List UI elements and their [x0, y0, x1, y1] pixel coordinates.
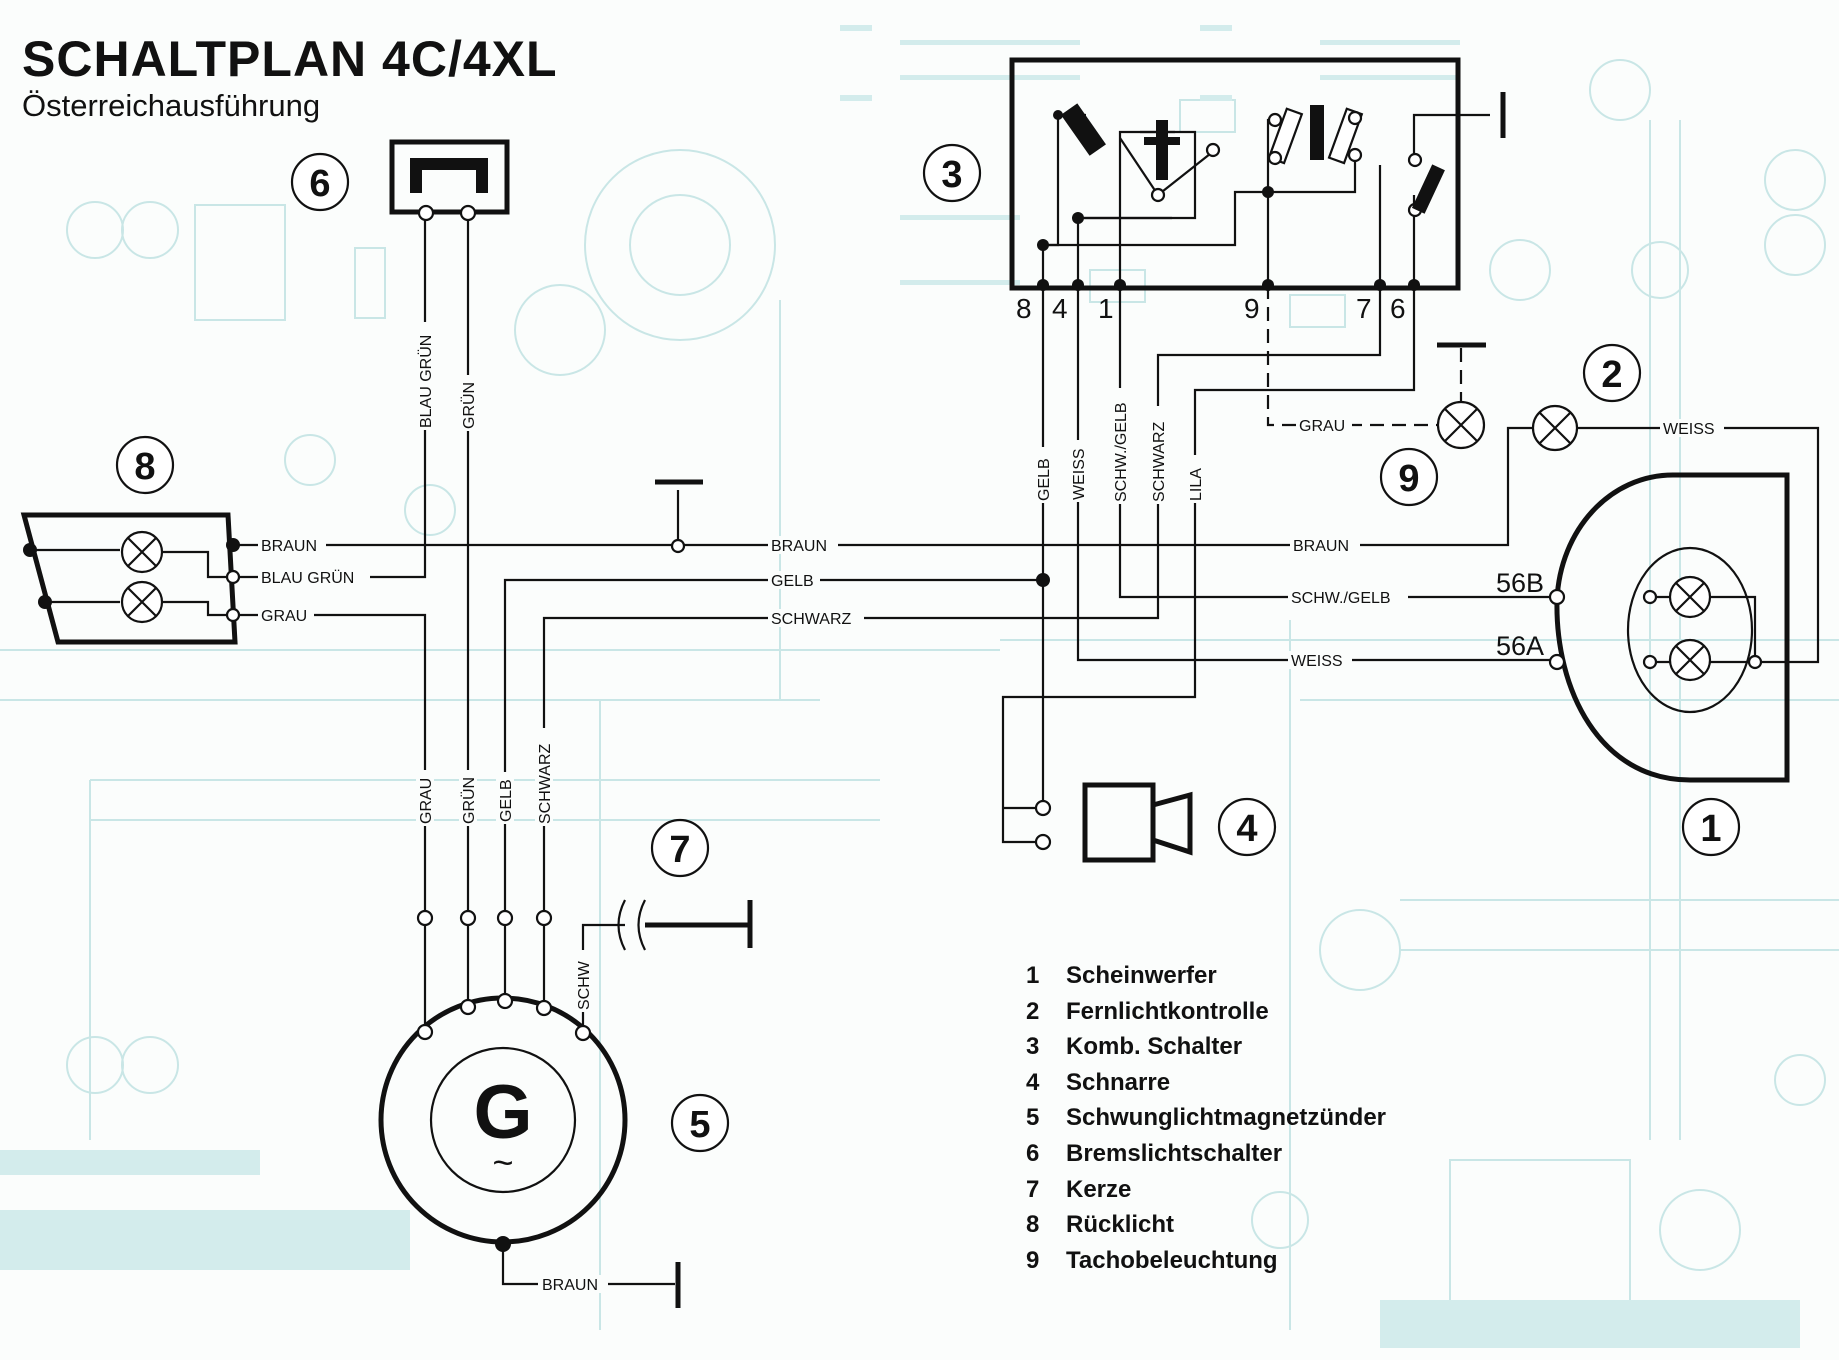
junction-gelb [1036, 573, 1050, 587]
legend-number: 3 [1026, 1033, 1040, 1061]
legend-item: 2 Fernlichtkontrolle [1026, 998, 1386, 1034]
legend-item: 1 Scheinwerfer [1026, 962, 1386, 998]
label-braun-generator: BRAUN [542, 1277, 598, 1294]
legend-item: 9 Tachobeleuchtung [1026, 1247, 1386, 1283]
marker-8: 8 [134, 446, 155, 488]
switch-pin-7: 7 [1356, 293, 1372, 324]
legend-item: 7 Kerze [1026, 1176, 1386, 1212]
high-beam-indicator [1531, 404, 1579, 452]
headlight [1548, 472, 1790, 783]
label-gruen-bottom: GRÜN [460, 777, 478, 824]
legend-number: 5 [1026, 1104, 1040, 1132]
label-gelb-bottom: GELB [498, 779, 515, 822]
legend-label: Bremslichtschalter [1066, 1139, 1283, 1167]
label-schwarz-horizontal: SCHWARZ [771, 611, 852, 628]
label-gelb-horizontal: GELB [771, 573, 814, 590]
legend-label: Schnarre [1066, 1068, 1171, 1096]
brake-light-switch [389, 139, 510, 222]
generator [378, 909, 681, 1308]
legend-label: Fernlichtkontrolle [1066, 997, 1269, 1025]
pin-56a: 56A [1496, 631, 1544, 661]
combination-switch [1009, 57, 1506, 291]
rear-light [20, 512, 241, 645]
spark-plug [617, 899, 753, 951]
pin-56b: 56B [1496, 568, 1544, 598]
legend-label: Schwunglichtmagnetzünder [1066, 1104, 1387, 1132]
label-schw-kerze: SCHW [576, 960, 593, 1010]
label-weiss-horizontal: WEISS [1291, 653, 1343, 670]
diagram-subtitle: Österreichausführung [22, 88, 321, 123]
legend-label: Scheinwerfer [1066, 962, 1217, 989]
bleed-through-background [0, 25, 1839, 1348]
legend-item: 3 Komb. Schalter [1026, 1033, 1386, 1069]
wire-blau-gruen [233, 213, 427, 579]
label-grau-left: GRAU [261, 608, 307, 625]
marker-5: 5 [689, 1104, 710, 1146]
legend-number: 2 [1026, 997, 1040, 1025]
switch-pin-4: 4 [1052, 293, 1068, 324]
generator-symbol: ~ [492, 1142, 513, 1183]
wire-braun-main [233, 426, 1545, 547]
legend-number: 1 [1026, 962, 1040, 989]
switch-pin-8: 8 [1016, 293, 1032, 324]
marker-1: 1 [1700, 808, 1721, 850]
label-gelb-vertical: GELB [1036, 458, 1053, 501]
horn [1034, 782, 1193, 863]
label-grau-vertical: GRAU [418, 778, 435, 824]
marker-7: 7 [669, 829, 690, 871]
marker-2: 2 [1601, 354, 1622, 396]
legend-number: 4 [1026, 1068, 1040, 1096]
label-grau-tacho: GRAU [1299, 418, 1345, 435]
legend-number: 8 [1026, 1211, 1040, 1239]
label-schwarz-bottom: SCHWARZ [537, 743, 554, 824]
legend-label: Rücklicht [1066, 1211, 1175, 1239]
label-schw-gelb-vertical: SCHW./GELB [1113, 402, 1130, 502]
legend-item: 5 Schwunglichtmagnetzünder [1026, 1104, 1386, 1140]
marker-3: 3 [941, 154, 962, 196]
label-weiss-vertical: WEISS [1071, 448, 1088, 500]
label-gruen-top: GRÜN [460, 382, 478, 429]
label-schwarz-vertical: SCHWARZ [1151, 421, 1168, 502]
tacho-lamp [1436, 342, 1486, 450]
wire-weiss-fernlicht [1577, 426, 1820, 664]
legend-number: 6 [1026, 1139, 1040, 1167]
marker-4: 4 [1236, 808, 1257, 850]
label-weiss-fernlicht: WEISS [1663, 421, 1715, 438]
marker-9: 9 [1398, 458, 1419, 500]
wire-grau-tacho [1266, 285, 1438, 427]
vertical-wire-labels [416, 322, 1204, 1012]
legend-item: 8 Rücklicht [1026, 1211, 1386, 1247]
label-braun-left: BRAUN [261, 538, 317, 555]
component-markers [115, 143, 1741, 1153]
wire-braun-generator-ground [501, 1244, 675, 1286]
wire-labels [258, 416, 1724, 1293]
label-lila-vertical: LILA [1188, 468, 1205, 501]
legend-item: 6 Bremslichtschalter [1026, 1140, 1386, 1176]
legend-label: Kerze [1066, 1175, 1132, 1203]
legend-number: 7 [1026, 1175, 1040, 1203]
label-schw-gelb-horizontal: SCHW./GELB [1291, 590, 1391, 607]
generator-letter: G [473, 1070, 532, 1155]
switch-pin-9: 9 [1244, 293, 1260, 324]
legend-label: Komb. Schalter [1066, 1033, 1243, 1061]
legend-number: 9 [1026, 1246, 1040, 1274]
marker-6: 6 [309, 163, 330, 205]
switch-pin-1: 1 [1098, 293, 1114, 324]
label-braun-right: BRAUN [1293, 538, 1349, 555]
legend-item: 4 Schnarre [1026, 1069, 1386, 1105]
switch-pin-6: 6 [1390, 293, 1406, 324]
label-blau-gruen-vertical: BLAU GRÜN [417, 335, 435, 428]
component-legend: 1 Scheinwerfer 2 Fernlichtkontrolle 3 Komb.… [1026, 962, 1386, 1282]
legend-label: Tachobeleuchtung [1066, 1246, 1278, 1274]
wire-grau [233, 613, 427, 918]
diagram-title: SCHALTPLAN 4C/4XL [22, 31, 558, 87]
ground-symbol-braun [655, 479, 703, 554]
wire-lila [1001, 285, 1416, 844]
label-blau-gruen: BLAU GRÜN [261, 569, 354, 587]
wire-gelb-horizontal [503, 578, 1043, 918]
label-braun-mid: BRAUN [771, 538, 827, 555]
wire-weiss-56a [1076, 285, 1557, 662]
